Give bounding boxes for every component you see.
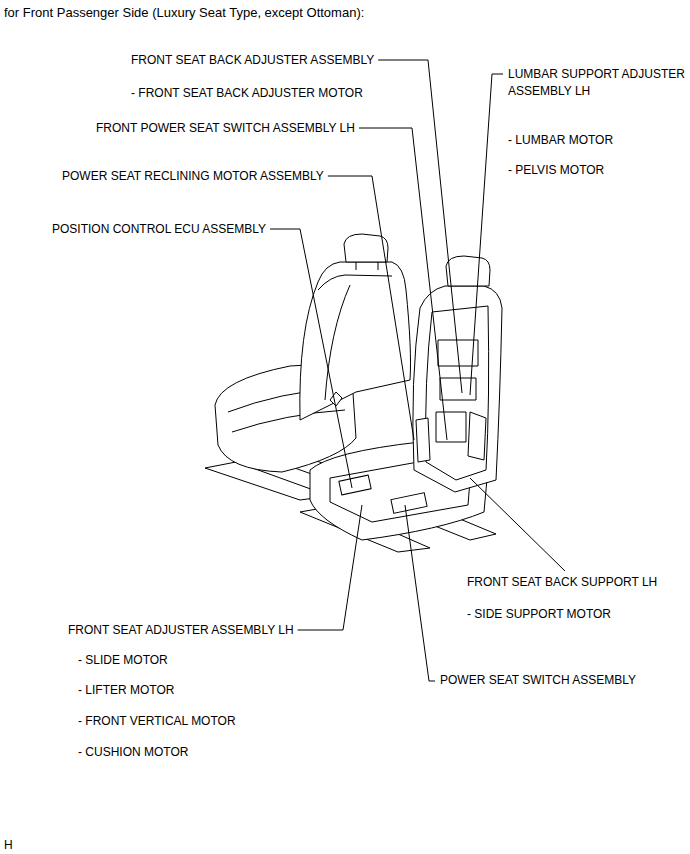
part-label: POSITION CONTROL ECU ASSEMBLY [52, 222, 266, 236]
part-label: - SLIDE MOTOR [78, 653, 168, 667]
part-label: FRONT SEAT BACK SUPPORT LH [467, 575, 657, 589]
part-label: - SIDE SUPPORT MOTOR [467, 607, 611, 621]
part-label: POWER SEAT RECLINING MOTOR ASSEMBLY [62, 169, 324, 183]
leader-line [328, 176, 414, 440]
leader-line [405, 505, 435, 681]
part-label: - LIFTER MOTOR [78, 683, 174, 697]
part-label: - FRONT VERTICAL MOTOR [78, 714, 236, 728]
part-label: - PELVIS MOTOR [508, 163, 604, 177]
part-label: POWER SEAT SWITCH ASSEMBLY [440, 673, 636, 687]
leader-line [470, 74, 503, 395]
part-label: - LUMBAR MOTOR [508, 133, 613, 147]
part-label: - CUSHION MOTOR [78, 745, 188, 759]
leader-line [270, 229, 352, 488]
part-label: FRONT POWER SEAT SWITCH ASSEMBLY LH [96, 121, 355, 135]
figure-code: H [4, 838, 13, 852]
part-label: - FRONT SEAT BACK ADJUSTER MOTOR [131, 86, 363, 100]
part-label: FRONT SEAT ADJUSTER ASSEMBLY LH [68, 623, 294, 637]
title: for Front Passenger Side (Luxury Seat Ty… [4, 5, 364, 20]
leader-line [470, 478, 565, 571]
part-label: FRONT SEAT BACK ADJUSTER ASSEMBLY [131, 53, 374, 67]
leader-line [298, 505, 362, 630]
leader-line [378, 60, 462, 393]
part-label: LUMBAR SUPPORT ADJUSTER ASSEMBLY LH [508, 66, 686, 100]
leader-line [359, 128, 447, 440]
